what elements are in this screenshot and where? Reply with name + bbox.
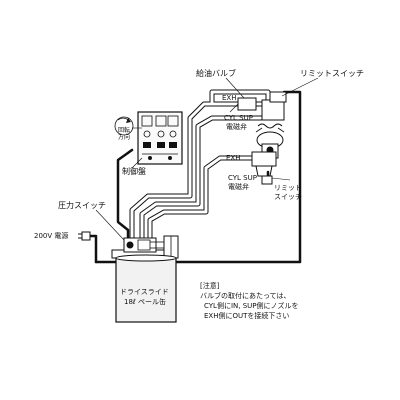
power-plug-icon <box>78 231 91 241</box>
label-rotation-direction-2: 方向 <box>118 133 130 141</box>
label-solenoid-valve-top: 電磁弁 <box>226 122 247 131</box>
cable-control-to-drum <box>116 148 134 252</box>
valve-assembly-mid <box>251 151 277 185</box>
label-drum-2: 18ℓ ペール缶 <box>124 297 166 306</box>
cable-main-loop <box>94 90 302 264</box>
pipe-lines <box>129 89 271 243</box>
label-limit-switch-right-1: リミット <box>274 184 302 192</box>
pressure-switch-leader <box>95 209 125 241</box>
label-limit-switch-top: リミットスイッチ <box>300 69 364 78</box>
label-cyl-sup-top: CYL SUP <box>224 114 253 122</box>
note-line-2: CYL側にIN, SUP側にノズルを <box>204 301 298 310</box>
installation-note: [注意] バルブの取付にあたっては、 CYL側にIN, SUP側にノズルを EX… <box>200 281 298 320</box>
label-oil-supply-valve: 給油バルブ <box>196 68 236 78</box>
label-drum-1: ドライスライド <box>120 288 169 296</box>
label-control-panel: 制御盤 <box>122 166 146 176</box>
diagram-labels: 回転 方向 制御盤 給油バルブ リミットスイッチ EXH CYL SUP 電磁弁… <box>34 68 364 306</box>
label-power-supply: 200V 電源 <box>34 231 68 240</box>
label-pressure-switch: 圧力スイッチ <box>58 200 106 210</box>
pipe-return <box>147 155 255 243</box>
label-cyl-sup-mid: CYL SUP <box>228 174 257 182</box>
note-line-3: EXH側にOUTを接続下さい <box>204 311 289 320</box>
label-exh-mid: EXH <box>226 154 240 162</box>
label-exh-top: EXH <box>222 94 236 102</box>
cable-power-stub <box>86 234 98 264</box>
note-line-1: バルブの取付にあたっては、 <box>200 291 291 300</box>
note-title: [注意] <box>200 281 220 290</box>
label-solenoid-valve-mid: 電磁弁 <box>228 182 249 191</box>
drum-pump-unit <box>111 235 179 323</box>
label-rotation-direction-1: 回転 <box>118 126 130 134</box>
label-limit-switch-right-2: スイッチ <box>274 193 302 201</box>
leader-lines <box>131 77 319 181</box>
cables <box>86 90 302 264</box>
control-panel <box>114 111 183 165</box>
rotation-direction-icon <box>114 116 134 136</box>
